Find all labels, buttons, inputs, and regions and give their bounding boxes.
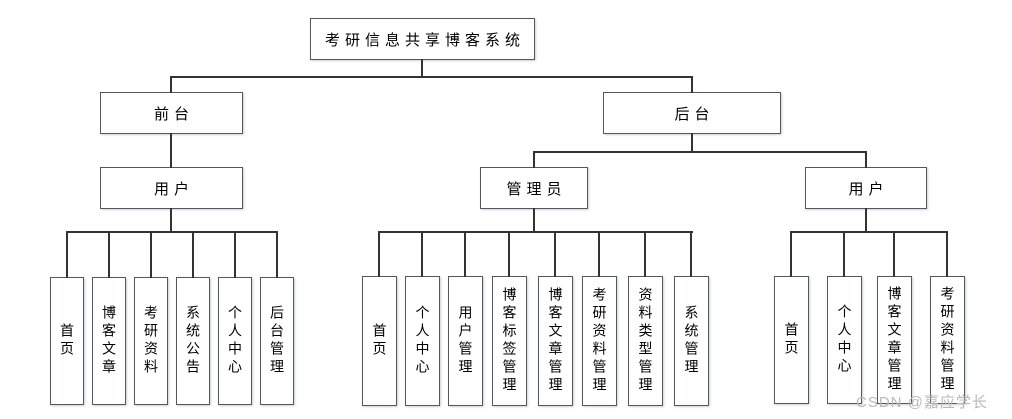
leaf-front-home: 首页 <box>50 277 84 405</box>
connector-bus-admin-leaves <box>378 231 693 233</box>
connector-front-user <box>170 133 172 168</box>
connector-leaf-drop <box>690 231 692 277</box>
leaf-front-exam-material: 考研资料 <box>134 277 168 405</box>
leaf-front-backend-mgmt: 后台管理 <box>260 277 294 405</box>
connector-back-stub <box>691 133 693 152</box>
connector-frontuser-stub <box>170 208 172 233</box>
connector-leaf-drop <box>192 231 194 278</box>
connector-root-stub <box>421 59 423 77</box>
connector-bus-backuser-leaves <box>790 231 948 233</box>
connector-leaf-drop <box>508 231 510 277</box>
node-root: 考研信息共享博客系统 <box>310 18 535 60</box>
leaf-front-personal: 个人中心 <box>218 277 252 405</box>
connector-leaf-drop <box>790 231 792 277</box>
node-back-user: 用户 <box>805 167 927 209</box>
connector-bus-front-leaves <box>66 231 278 233</box>
leaf-admin-personal: 个人中心 <box>405 276 440 406</box>
leaf-admin-type-mgmt: 资料类型管理 <box>628 276 663 406</box>
leaf-admin-system-mgmt: 系统管理 <box>674 276 709 406</box>
connector-leaf-drop <box>234 231 236 278</box>
connector-drop-admin <box>533 151 535 168</box>
connector-leaf-drop <box>150 231 152 278</box>
connector-backuser-stub <box>865 208 867 233</box>
connector-leaf-drop <box>843 231 845 277</box>
csdn-watermark: CSDN @嘉应学长 <box>856 394 988 411</box>
leaf-front-announcement: 系统公告 <box>176 277 210 405</box>
connector-leaf-drop <box>464 231 466 277</box>
connector-bus-back <box>533 151 867 153</box>
connector-leaf-drop <box>378 231 380 277</box>
connector-leaf-drop <box>108 231 110 278</box>
node-front-user: 用户 <box>100 167 243 209</box>
connector-drop-backuser <box>865 151 867 168</box>
node-front: 前台 <box>100 92 243 134</box>
connector-leaf-drop <box>644 231 646 277</box>
connector-admin-stub <box>533 208 535 233</box>
leaf-admin-material-mgmt: 考研资料管理 <box>582 276 617 406</box>
leaf-front-blog-article: 博客文章 <box>92 277 126 405</box>
connector-leaf-drop <box>421 231 423 277</box>
connector-leaf-drop <box>66 231 68 278</box>
connector-drop-back <box>691 76 693 93</box>
leaf-admin-user-mgmt: 用户管理 <box>448 276 483 406</box>
connector-leaf-drop <box>276 231 278 278</box>
leaf-backuser-personal: 个人中心 <box>827 276 862 404</box>
leaf-backuser-article-mgmt: 博客文章管理 <box>877 276 912 404</box>
leaf-backuser-material-mgmt: 考研资料管理 <box>930 276 965 404</box>
leaf-backuser-home: 首页 <box>774 276 809 404</box>
node-back-admin: 管理员 <box>480 167 588 209</box>
connector-drop-front <box>170 76 172 93</box>
connector-leaf-drop <box>893 231 895 277</box>
connector-leaf-drop <box>598 231 600 277</box>
connector-leaf-drop <box>554 231 556 277</box>
connector-leaf-drop <box>946 231 948 277</box>
node-back: 后台 <box>603 92 781 134</box>
leaf-admin-article-mgmt: 博客文章管理 <box>538 276 573 406</box>
leaf-admin-home: 首页 <box>362 276 397 406</box>
leaf-admin-tag-mgmt: 博客标签管理 <box>492 276 527 406</box>
connector-bus-level2 <box>170 76 693 78</box>
